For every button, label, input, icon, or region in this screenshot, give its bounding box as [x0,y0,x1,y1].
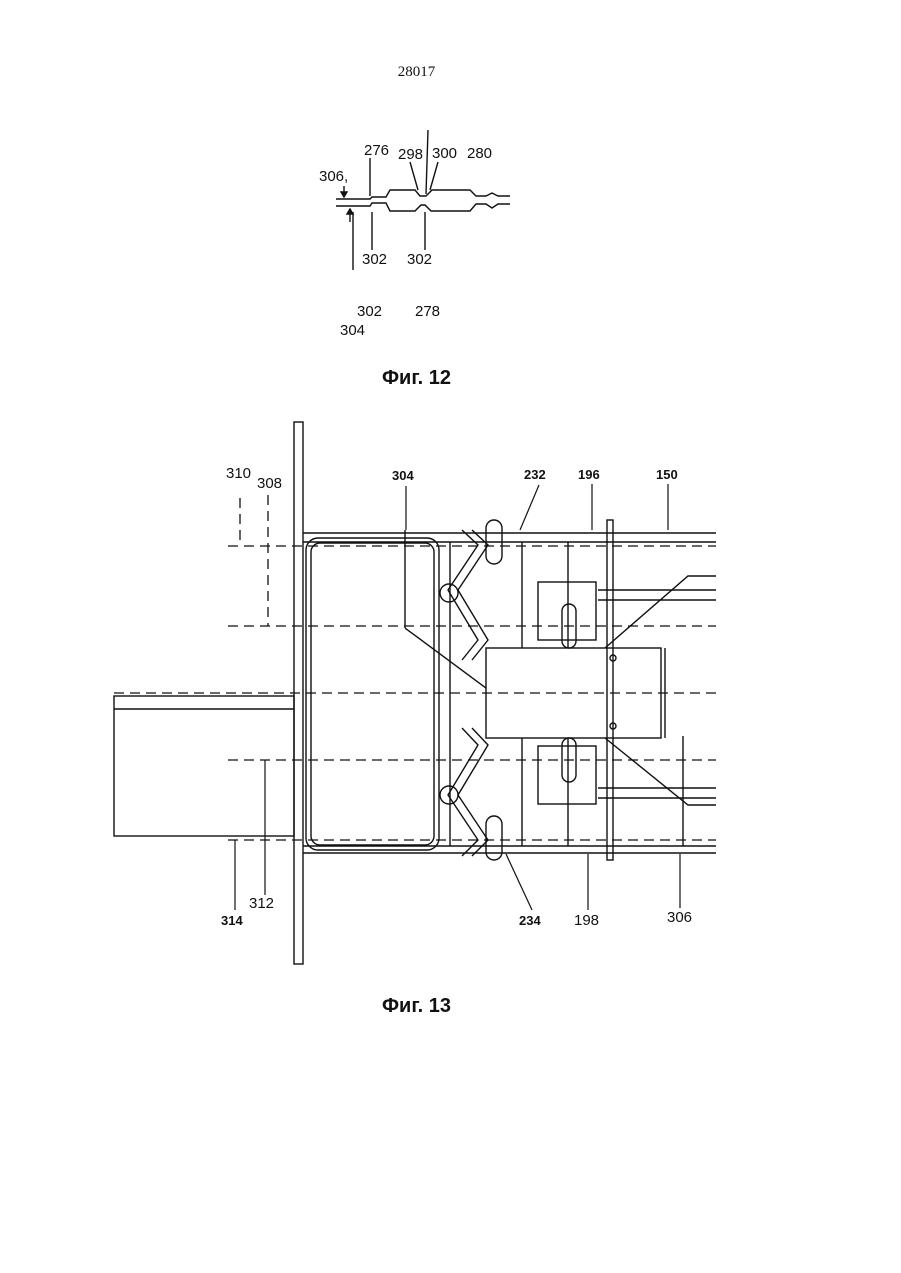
fig13-label-312: 312 [249,896,274,911]
fig13-label-304: 304 [392,468,414,483]
figure-13-drawing [0,0,901,1000]
figure-13-caption: Фиг. 13 [0,995,833,1018]
fig13-label-306: 306 [667,910,692,925]
fig13-label-150: 150 [656,467,678,482]
fig13-label-196: 196 [578,467,600,482]
fig13-label-234: 234 [519,913,541,928]
fig13-label-308: 308 [257,476,282,491]
fig13-label-314: 314 [221,913,243,928]
fig13-label-198: 198 [574,913,599,928]
fig13-label-310: 310 [226,466,251,481]
fig13-label-232: 232 [524,467,546,482]
